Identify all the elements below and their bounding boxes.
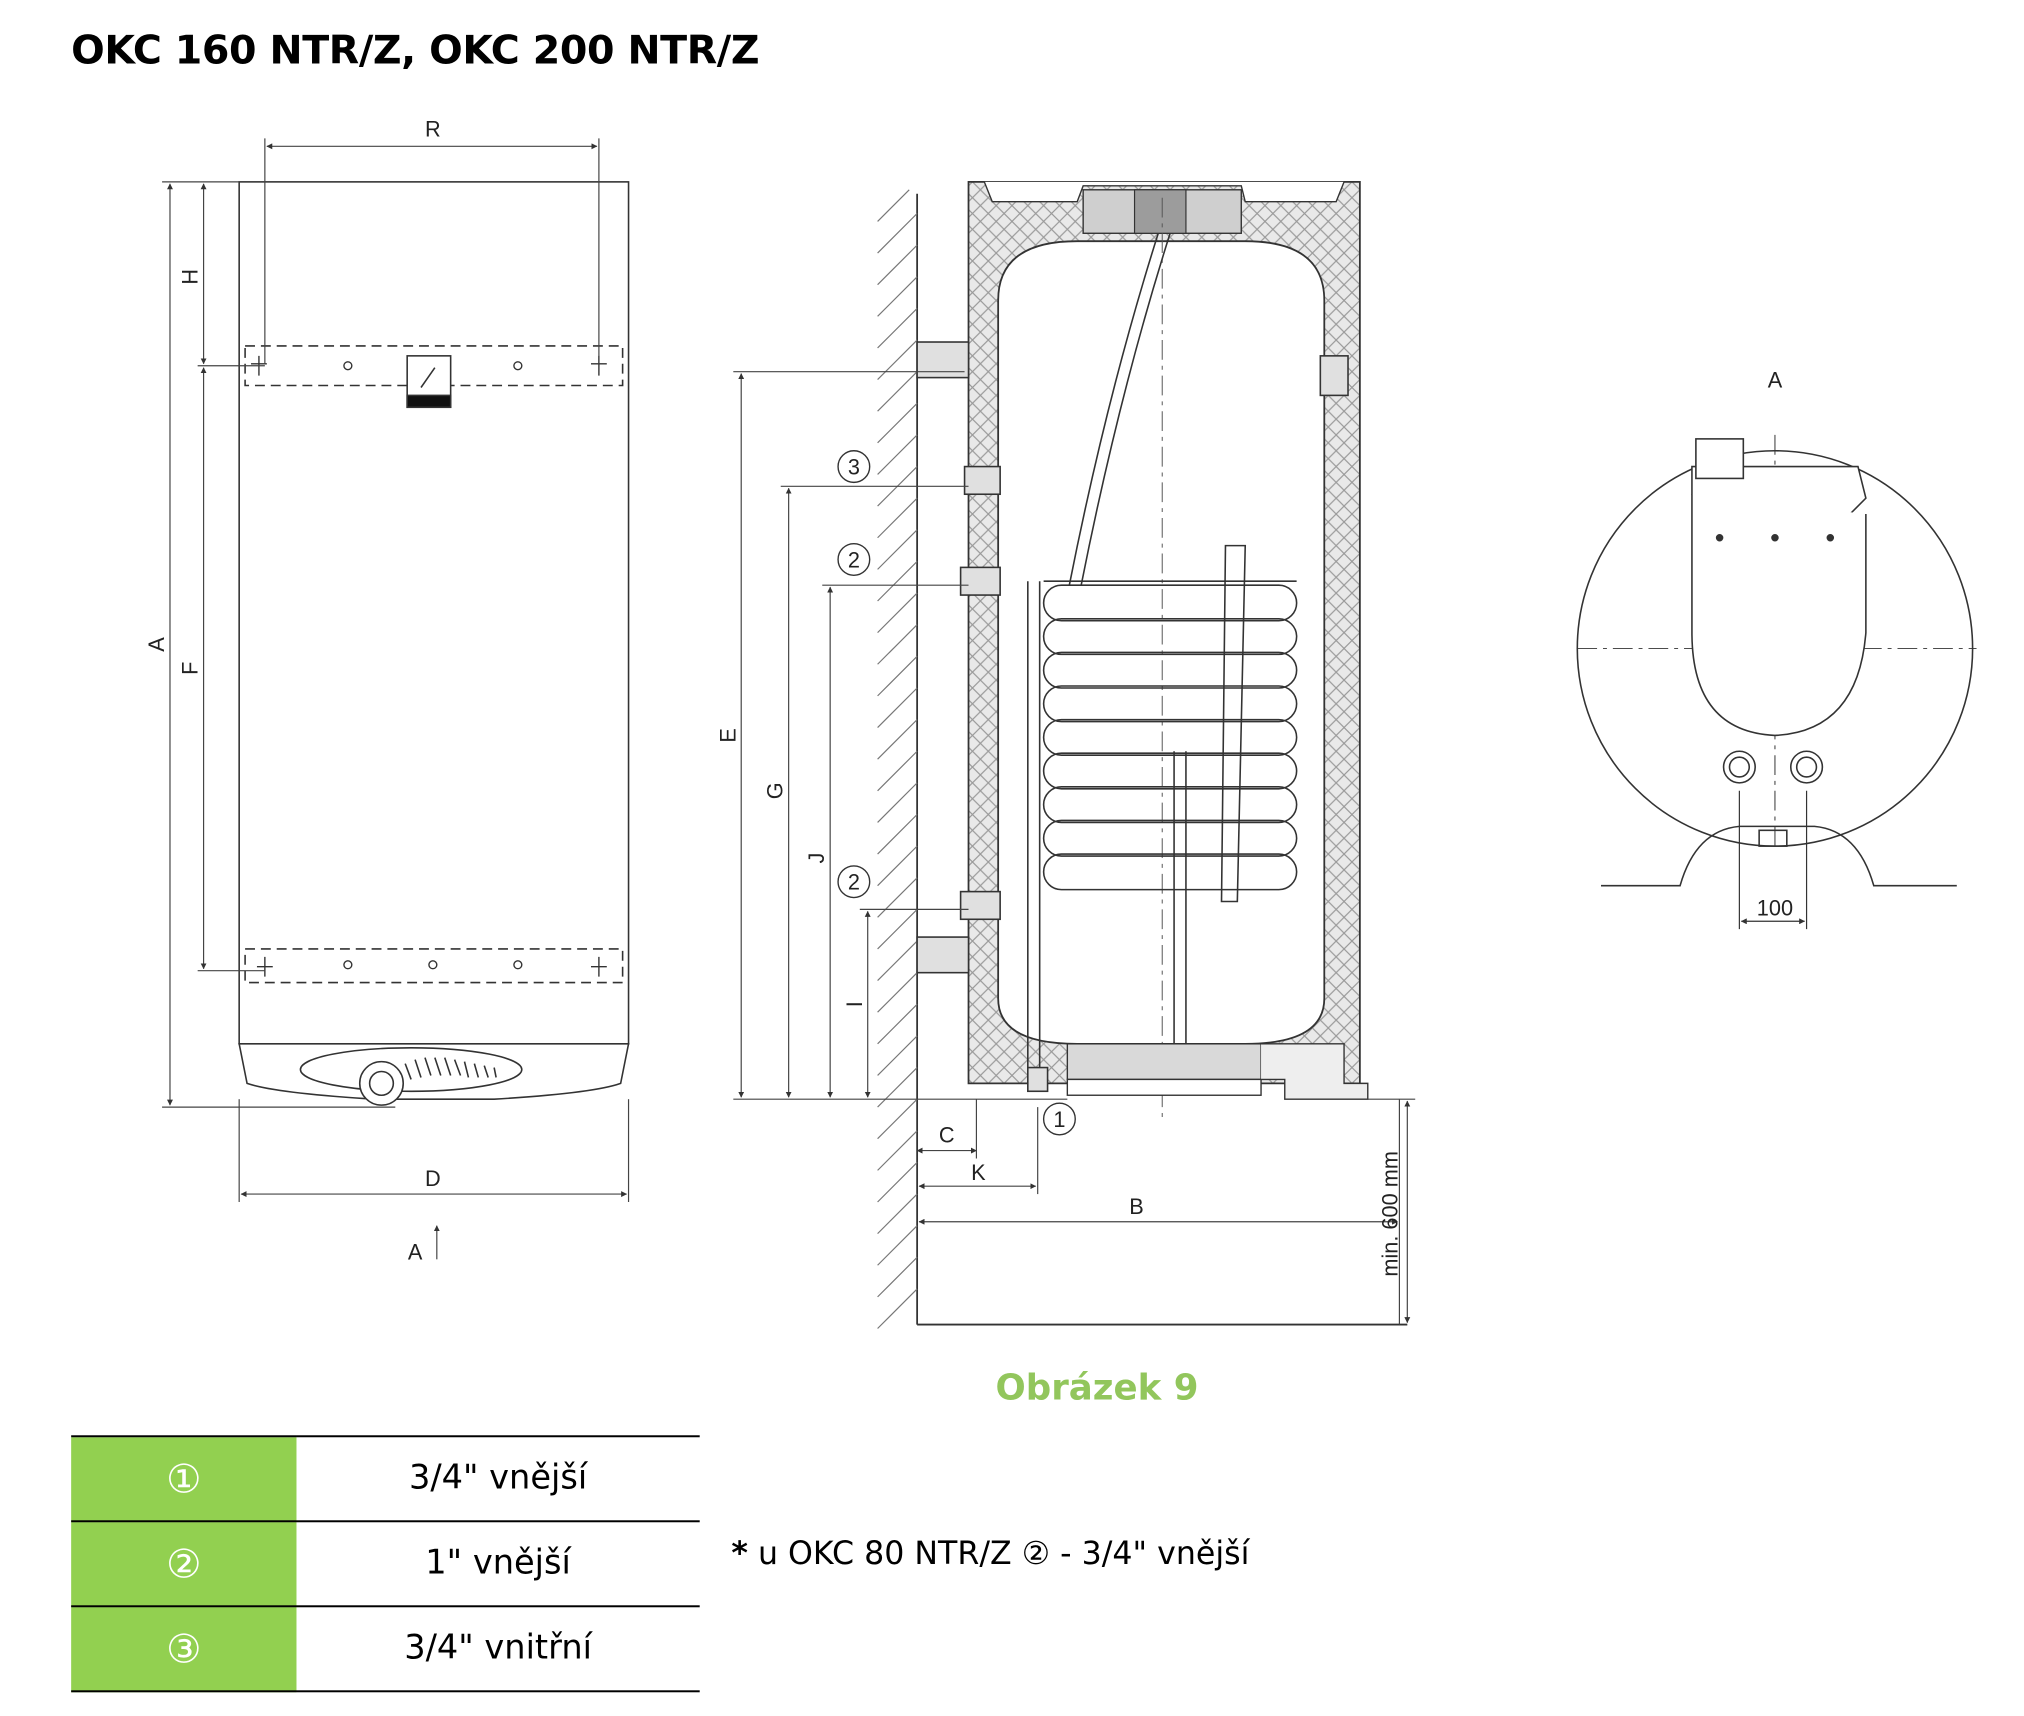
dim-label-r: R bbox=[425, 116, 441, 141]
footnote-star: * bbox=[731, 1534, 748, 1572]
dim-label-a: A bbox=[144, 637, 169, 652]
dim-label-e: E bbox=[715, 728, 740, 743]
footnote-model: u OKC 80 NTR/Z bbox=[757, 1534, 1012, 1572]
footnote: * u OKC 80 NTR/Z ② - 3/4" vnější bbox=[731, 1534, 1249, 1572]
dim-label-d: D bbox=[425, 1166, 441, 1191]
legend-row: ② 1" vnější bbox=[71, 1520, 700, 1608]
front-view bbox=[162, 138, 630, 1260]
bottom-bracket bbox=[244, 948, 624, 984]
legend-description: 1" vnější bbox=[296, 1520, 700, 1608]
section-view bbox=[733, 180, 1416, 1329]
legend-row: ① 3/4" vnější bbox=[71, 1435, 700, 1523]
connection-marker-2-top: 2 bbox=[848, 547, 860, 572]
connection-marker-2-bottom: 2 bbox=[848, 870, 860, 895]
technical-drawing: R H A F D A bbox=[144, 116, 1977, 1329]
dim-label-f: F bbox=[178, 662, 203, 675]
legend-description: 3/4" vnitřní bbox=[296, 1605, 700, 1693]
legend-symbol: ③ bbox=[71, 1605, 297, 1693]
connection-marker-3: 3 bbox=[848, 454, 860, 479]
front-body bbox=[238, 181, 630, 1045]
top-view-label-a: A bbox=[1768, 367, 1783, 392]
legend-table: ① 3/4" vnější ② 1" vnější ③ 3/4" vnitřní bbox=[71, 1435, 700, 1693]
heating-coil bbox=[1027, 544, 1298, 1084]
wall-hatching bbox=[877, 189, 918, 1329]
footnote-value: - 3/4" vnější bbox=[1060, 1534, 1250, 1572]
dim-label-j: J bbox=[804, 853, 829, 864]
legend-symbol: ① bbox=[71, 1435, 297, 1523]
connection-marker-1: 1 bbox=[1053, 1107, 1065, 1132]
page-title: OKC 160 NTR/Z, OKC 200 NTR/Z bbox=[71, 25, 760, 74]
control-knob bbox=[299, 1046, 523, 1106]
dim-label-k: K bbox=[971, 1160, 986, 1185]
dim-label-b: B bbox=[1129, 1194, 1143, 1219]
legend-row: ③ 3/4" vnitřní bbox=[71, 1605, 700, 1693]
dim-label-h: H bbox=[178, 269, 203, 285]
legend-description: 3/4" vnější bbox=[296, 1435, 700, 1523]
top-view bbox=[1576, 434, 1977, 930]
dim-label-c: C bbox=[939, 1123, 955, 1148]
dim-label-i: I bbox=[842, 1001, 867, 1007]
dim-label-g: G bbox=[763, 782, 788, 799]
dim-label-100: 100 bbox=[1757, 895, 1793, 920]
view-arrow-label: A bbox=[408, 1239, 423, 1264]
legend-symbol: ② bbox=[71, 1520, 297, 1608]
figure-caption: Obrázek 9 bbox=[995, 1368, 1199, 1410]
dim-label-min-600: min. 600 mm bbox=[1377, 1151, 1402, 1277]
inner-tank bbox=[997, 240, 1326, 1045]
footnote-symbol: ② bbox=[1021, 1534, 1051, 1572]
